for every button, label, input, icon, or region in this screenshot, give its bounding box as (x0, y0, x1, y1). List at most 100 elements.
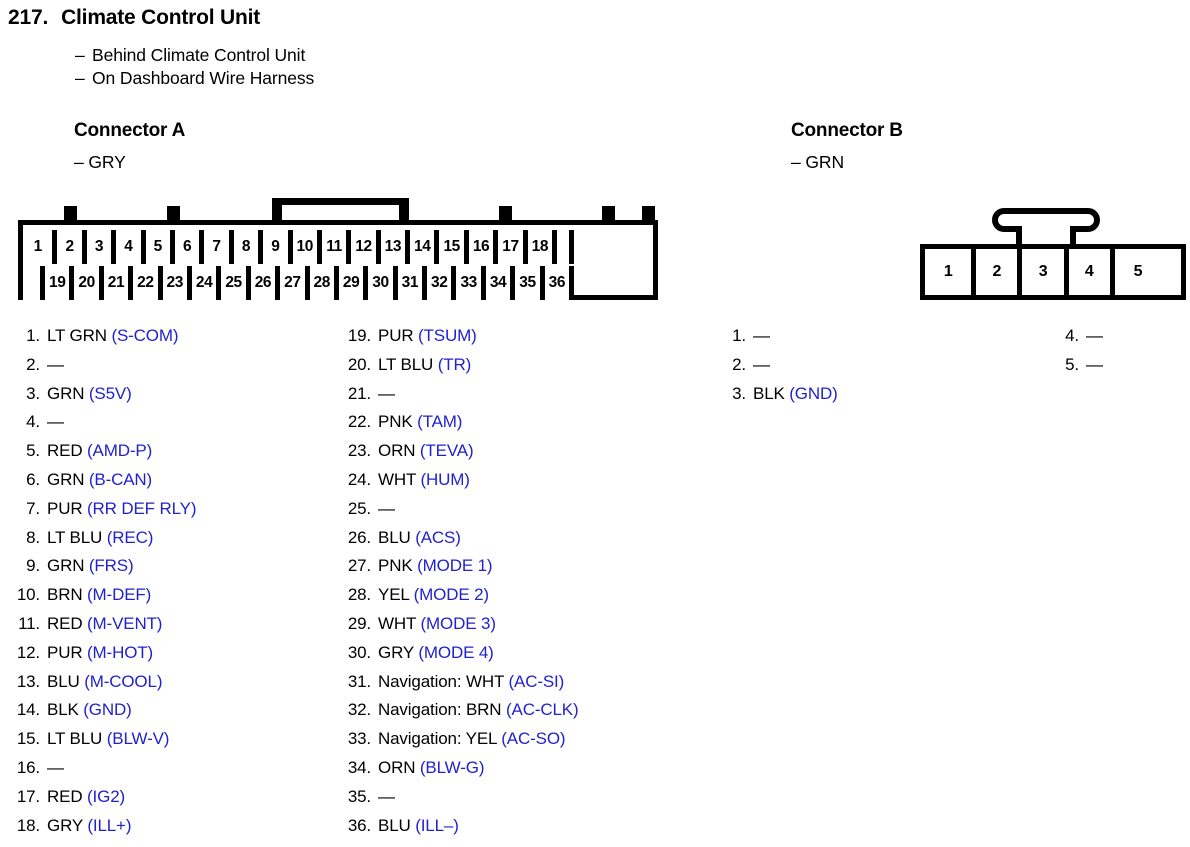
pin-number: 30. (347, 642, 371, 662)
pin-signal-name: (MODE 2) (413, 585, 489, 605)
pin-wire-color: — (378, 786, 395, 806)
pin-number: 23. (347, 441, 371, 461)
pin-list-item: 26.BLU (ACS) (345, 524, 578, 553)
pin-list-item: 16.— (14, 754, 196, 783)
pin-list-item: 9.GRN (FRS) (14, 552, 196, 581)
pin-signal-name: (MODE 3) (420, 613, 496, 633)
pin-number: 22. (347, 412, 371, 432)
pin-description: — (378, 380, 395, 409)
pin-wire-color: BRN (47, 585, 83, 605)
pin-signal-name: (AC-SO) (501, 729, 566, 749)
pin-list-item: 18. GRY (ILL+) (14, 812, 196, 841)
pin-description: — (47, 754, 64, 783)
pin-number: 9. (26, 556, 40, 576)
pin-description: RED (IG2) (47, 783, 125, 812)
pin-signal-name: (REC) (106, 527, 154, 547)
pin-number: 15. (16, 729, 40, 749)
pin-number: 34. (347, 757, 371, 777)
pin-wire-color: WHT (378, 469, 416, 489)
pin-description: — (1086, 351, 1103, 380)
pin-list-item: 32.Navigation: BRN (AC-CLK) (345, 696, 579, 725)
pin-signal-name: (AC-SI) (508, 671, 565, 691)
pin-wire-color: PUR (47, 642, 83, 662)
pin-list-item: 12.PUR (M-HOT) (14, 639, 196, 668)
dash-bullet-icon: – (75, 45, 85, 65)
pin-number: 25. (347, 498, 371, 518)
connector-b-pin-list-column-2: 4.—5.— (1063, 322, 1103, 380)
pin-list-item: 20.LT BLU (TR) (345, 351, 578, 380)
pin-description: GRY (ILL+) (47, 812, 131, 841)
pin-description: BLK (GND) (753, 380, 838, 409)
pin-list-item: 2.— (14, 351, 196, 380)
connector-pin-cell-16: 16 (463, 230, 499, 264)
pin-wire-color: BLU (47, 671, 80, 691)
pin-description: GRY (MODE 4) (378, 639, 494, 668)
connector-pin-cell-blank (552, 230, 575, 264)
pin-list-item: 21.— (345, 380, 578, 409)
pin-number: 11. (18, 613, 40, 633)
connector-a-pin-list-column-2: 19.PUR (TSUM)20.LT BLU (TR)21.—22.PNK (T… (345, 322, 579, 840)
pin-list-item: 3.BLK (GND) (730, 380, 838, 409)
pin-signal-name: (S-COM) (111, 326, 179, 345)
pin-list-item: 2.— (730, 351, 838, 380)
pin-list-item: 7. PUR (RR DEF RLY) (14, 495, 196, 524)
pin-number: 7. (26, 498, 40, 518)
connector-b-latch-icon (992, 208, 1100, 250)
pin-description: GRN (S5V) (47, 380, 132, 409)
pin-number: 35. (347, 786, 371, 806)
pin-description: YEL (MODE 2) (378, 581, 489, 610)
connector-pin-cell-36: 36 (539, 266, 575, 300)
pin-description: ORN (BLW-G) (378, 754, 484, 783)
pin-list-item: 29.WHT (MODE 3) (345, 610, 578, 639)
pin-list-item: 8.LT BLU (REC) (14, 524, 196, 553)
pin-list-item: 5. RED (AMD-P) (14, 437, 196, 466)
connector-a-pin-list-column-1: 1.LT GRN (S-COM)2.—3.GRN (S5V)4.—5.RED (… (14, 322, 197, 841)
pin-description: PUR (RR DEF RLY) (47, 495, 197, 524)
pin-signal-name: (M-VENT) (87, 613, 163, 633)
section-number: 217. (8, 6, 49, 29)
connector-pin-cell-12: 12 (346, 230, 381, 264)
pin-signal-name: (M-COOL) (84, 671, 163, 691)
pin-wire-color: GRN (47, 383, 85, 403)
pin-signal-name: (AMD-P) (87, 441, 153, 461)
pin-signal-name: (MODE 4) (418, 642, 494, 662)
pin-description: LT BLU (TR) (378, 351, 471, 380)
pin-list-item: 25.— (345, 495, 578, 524)
pin-wire-color: — (1086, 326, 1103, 345)
page-title: 217. Climate Control Unit (8, 6, 260, 30)
connector-pin-cell-1: 1 (925, 249, 977, 295)
pin-number: 5. (26, 441, 40, 461)
pin-list-item: 4.— (14, 408, 196, 437)
pin-wire-color: GRN (47, 469, 85, 489)
pin-wire-color: GRY (378, 642, 414, 662)
pin-list-item: 23.ORN (TEVA) (345, 437, 578, 466)
pin-signal-name: (HUM) (420, 469, 470, 489)
pin-description: LT BLU (REC) (47, 524, 153, 553)
pin-list-item: 28.YEL (MODE 2) (345, 581, 578, 610)
pin-description: BLU (M-COOL) (47, 668, 162, 697)
pin-description: RED (AMD-P) (47, 437, 152, 466)
connector-a-title: Connector A (74, 120, 186, 141)
pin-list-item: 4.— (1063, 322, 1103, 351)
pin-signal-name: (RR DEF RLY) (87, 498, 197, 518)
connector-b-pin-list-column-1: 1.—2.—3.BLK (GND) (730, 322, 838, 408)
pin-wire-color: ORN (378, 757, 416, 777)
pin-wire-color: Navigation: BRN (378, 700, 502, 720)
pin-signal-name: (M-HOT) (87, 642, 154, 662)
pin-wire-color: LT BLU (47, 527, 103, 547)
pin-wire-color: BLK (47, 700, 79, 720)
pin-wire-color: GRY (47, 815, 83, 835)
pin-wire-color: RED (47, 441, 83, 461)
pin-signal-name: (GND) (789, 383, 838, 403)
pin-number: 18. (16, 815, 40, 835)
connector-pin-cell-2: 2 (971, 249, 1023, 295)
pin-list-item: 30. GRY (MODE 4) (345, 639, 578, 668)
connector-a-latch-icon (272, 198, 409, 226)
pin-number: 4. (26, 412, 40, 432)
pin-wire-color: — (753, 326, 770, 345)
pin-number: 2. (26, 354, 40, 374)
latch-post-right (399, 198, 409, 226)
